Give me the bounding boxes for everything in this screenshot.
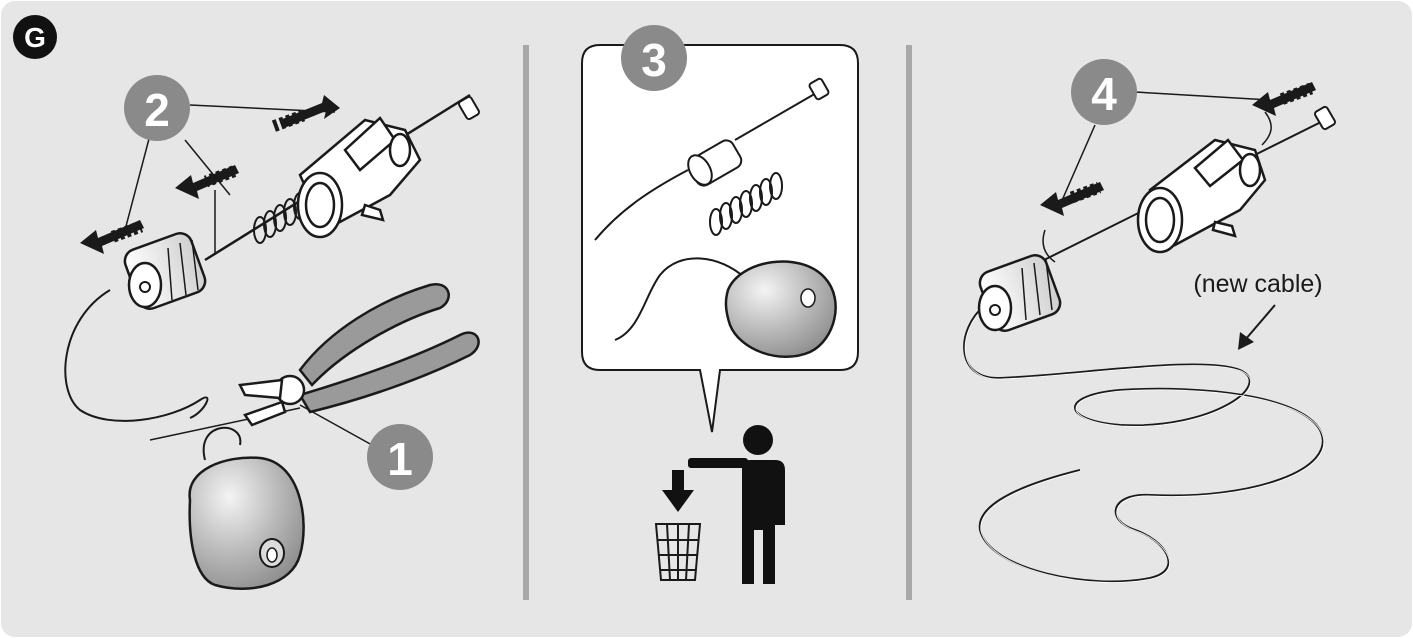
step-3-number: 3 bbox=[641, 34, 667, 86]
step-1-badge: 1 bbox=[367, 424, 433, 490]
step-4-badge: 4 bbox=[1071, 59, 1137, 125]
figure-label: G bbox=[13, 15, 57, 59]
step-2-badge: 2 bbox=[124, 75, 190, 141]
new-cable-label: (new cable) bbox=[1193, 270, 1322, 298]
step-4-number: 4 bbox=[1091, 68, 1117, 120]
divider-right bbox=[906, 45, 912, 600]
step-1-number: 1 bbox=[387, 433, 413, 485]
divider-left bbox=[523, 45, 529, 600]
figure-label-text: G bbox=[24, 22, 46, 53]
step-3-badge: 3 bbox=[621, 25, 687, 91]
step-2-number: 2 bbox=[144, 84, 170, 136]
